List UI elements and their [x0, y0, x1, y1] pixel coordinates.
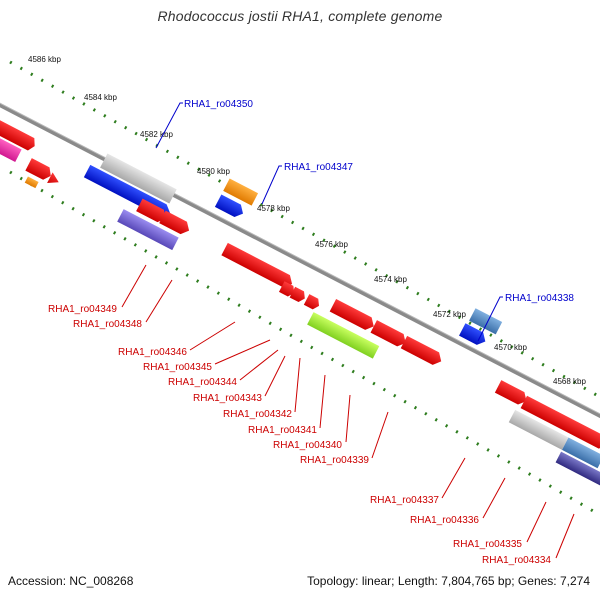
gene-arrow-gray [100, 153, 177, 204]
gene-arrow-red [0, 115, 35, 151]
gene-arrow-red [520, 395, 579, 434]
kbp-label: 4574 kbp [374, 275, 407, 284]
gene-label-forward[interactable]: RHA1_ro04338 [505, 293, 574, 304]
reverse-gene-labels: RHA1_ro04349 RHA1_ro04348 RHA1_ro04346 R… [48, 304, 551, 566]
gene-label-forward[interactable]: RHA1_ro04347 [284, 162, 353, 173]
gene-arrow-gray [508, 409, 569, 450]
gene-arrow-orange [223, 178, 259, 206]
gene-arrow-red [289, 286, 305, 303]
gene-label-reverse[interactable]: RHA1_ro04335 [453, 539, 522, 550]
gene-label-reverse[interactable]: RHA1_ro04334 [482, 555, 551, 566]
upper-scale-track [9, 60, 600, 399]
gene-label-reverse[interactable]: RHA1_ro04341 [248, 425, 317, 436]
gene-features [0, 115, 600, 490]
gene-label-reverse[interactable]: RHA1_ro04340 [273, 440, 342, 451]
kbp-tick-labels: 4586 kbp 4584 kbp 4582 kbp 4580 kbp 4578… [28, 55, 586, 386]
gene-arrow-steelblue [469, 308, 503, 335]
gene-arrow-green [307, 312, 380, 359]
gene-arrow-red [25, 158, 51, 180]
kbp-label: 4568 kbp [553, 377, 586, 386]
gene-label-reverse[interactable]: RHA1_ro04344 [168, 377, 237, 388]
gene-arrow-red [329, 299, 374, 330]
gene-label-reverse[interactable]: RHA1_ro04345 [143, 362, 212, 373]
kbp-label: 4586 kbp [28, 55, 61, 64]
gene-arrow-red [370, 320, 406, 347]
accession-text: Accession: NC_008268 [8, 574, 134, 588]
gene-label-reverse[interactable]: RHA1_ro04343 [193, 393, 262, 404]
gene-arrow-red [570, 421, 600, 449]
gene-label-reverse[interactable]: RHA1_ro04336 [410, 515, 479, 526]
kbp-label: 4576 kbp [315, 240, 348, 249]
gene-arrow-blue [214, 194, 243, 218]
kbp-label: 4570 kbp [494, 343, 527, 352]
gene-arrow-steelblue [562, 437, 600, 469]
gene-label-reverse[interactable]: RHA1_ro04348 [73, 319, 142, 330]
genome-line-highlight [0, 102, 600, 415]
gene-arrow-red [303, 294, 320, 310]
gene-arrow-red [221, 242, 293, 288]
kbp-label: 4572 kbp [433, 310, 466, 319]
gene-arrow-purple [117, 209, 179, 251]
kbp-label: 4578 kbp [257, 204, 290, 213]
genome-title: Rhodococcus jostii RHA1, complete genome [157, 8, 443, 24]
forward-leader-lines [155, 102, 503, 342]
genome-line [0, 102, 600, 419]
gene-arrow-orange [24, 176, 39, 189]
gene-label-reverse[interactable]: RHA1_ro04342 [223, 409, 292, 420]
gene-label-forward[interactable]: RHA1_ro04350 [184, 99, 253, 110]
gene-arrow-pink [0, 130, 22, 162]
gene-label-reverse[interactable]: RHA1_ro04339 [300, 455, 369, 466]
gene-arrow-red [400, 335, 442, 365]
gene-label-reverse[interactable]: RHA1_ro04337 [370, 495, 439, 506]
forward-gene-labels: RHA1_ro04350 RHA1_ro04347 RHA1_ro04338 [184, 99, 574, 304]
genome-summary-text: Topology: linear; Length: 7,804,765 bp; … [307, 574, 590, 588]
gene-arrow-red [47, 172, 59, 183]
gene-arrow-red [278, 281, 295, 297]
gene-arrow-red [494, 380, 527, 405]
kbp-label: 4582 kbp [140, 130, 173, 139]
gene-label-reverse[interactable]: RHA1_ro04349 [48, 304, 117, 315]
kbp-label: 4584 kbp [84, 93, 117, 102]
gene-arrow-red [136, 198, 166, 223]
kbp-label: 4580 kbp [197, 167, 230, 176]
gene-label-reverse[interactable]: RHA1_ro04346 [118, 347, 187, 358]
gene-arrow-red [159, 210, 190, 235]
reverse-leader-lines [121, 264, 575, 559]
